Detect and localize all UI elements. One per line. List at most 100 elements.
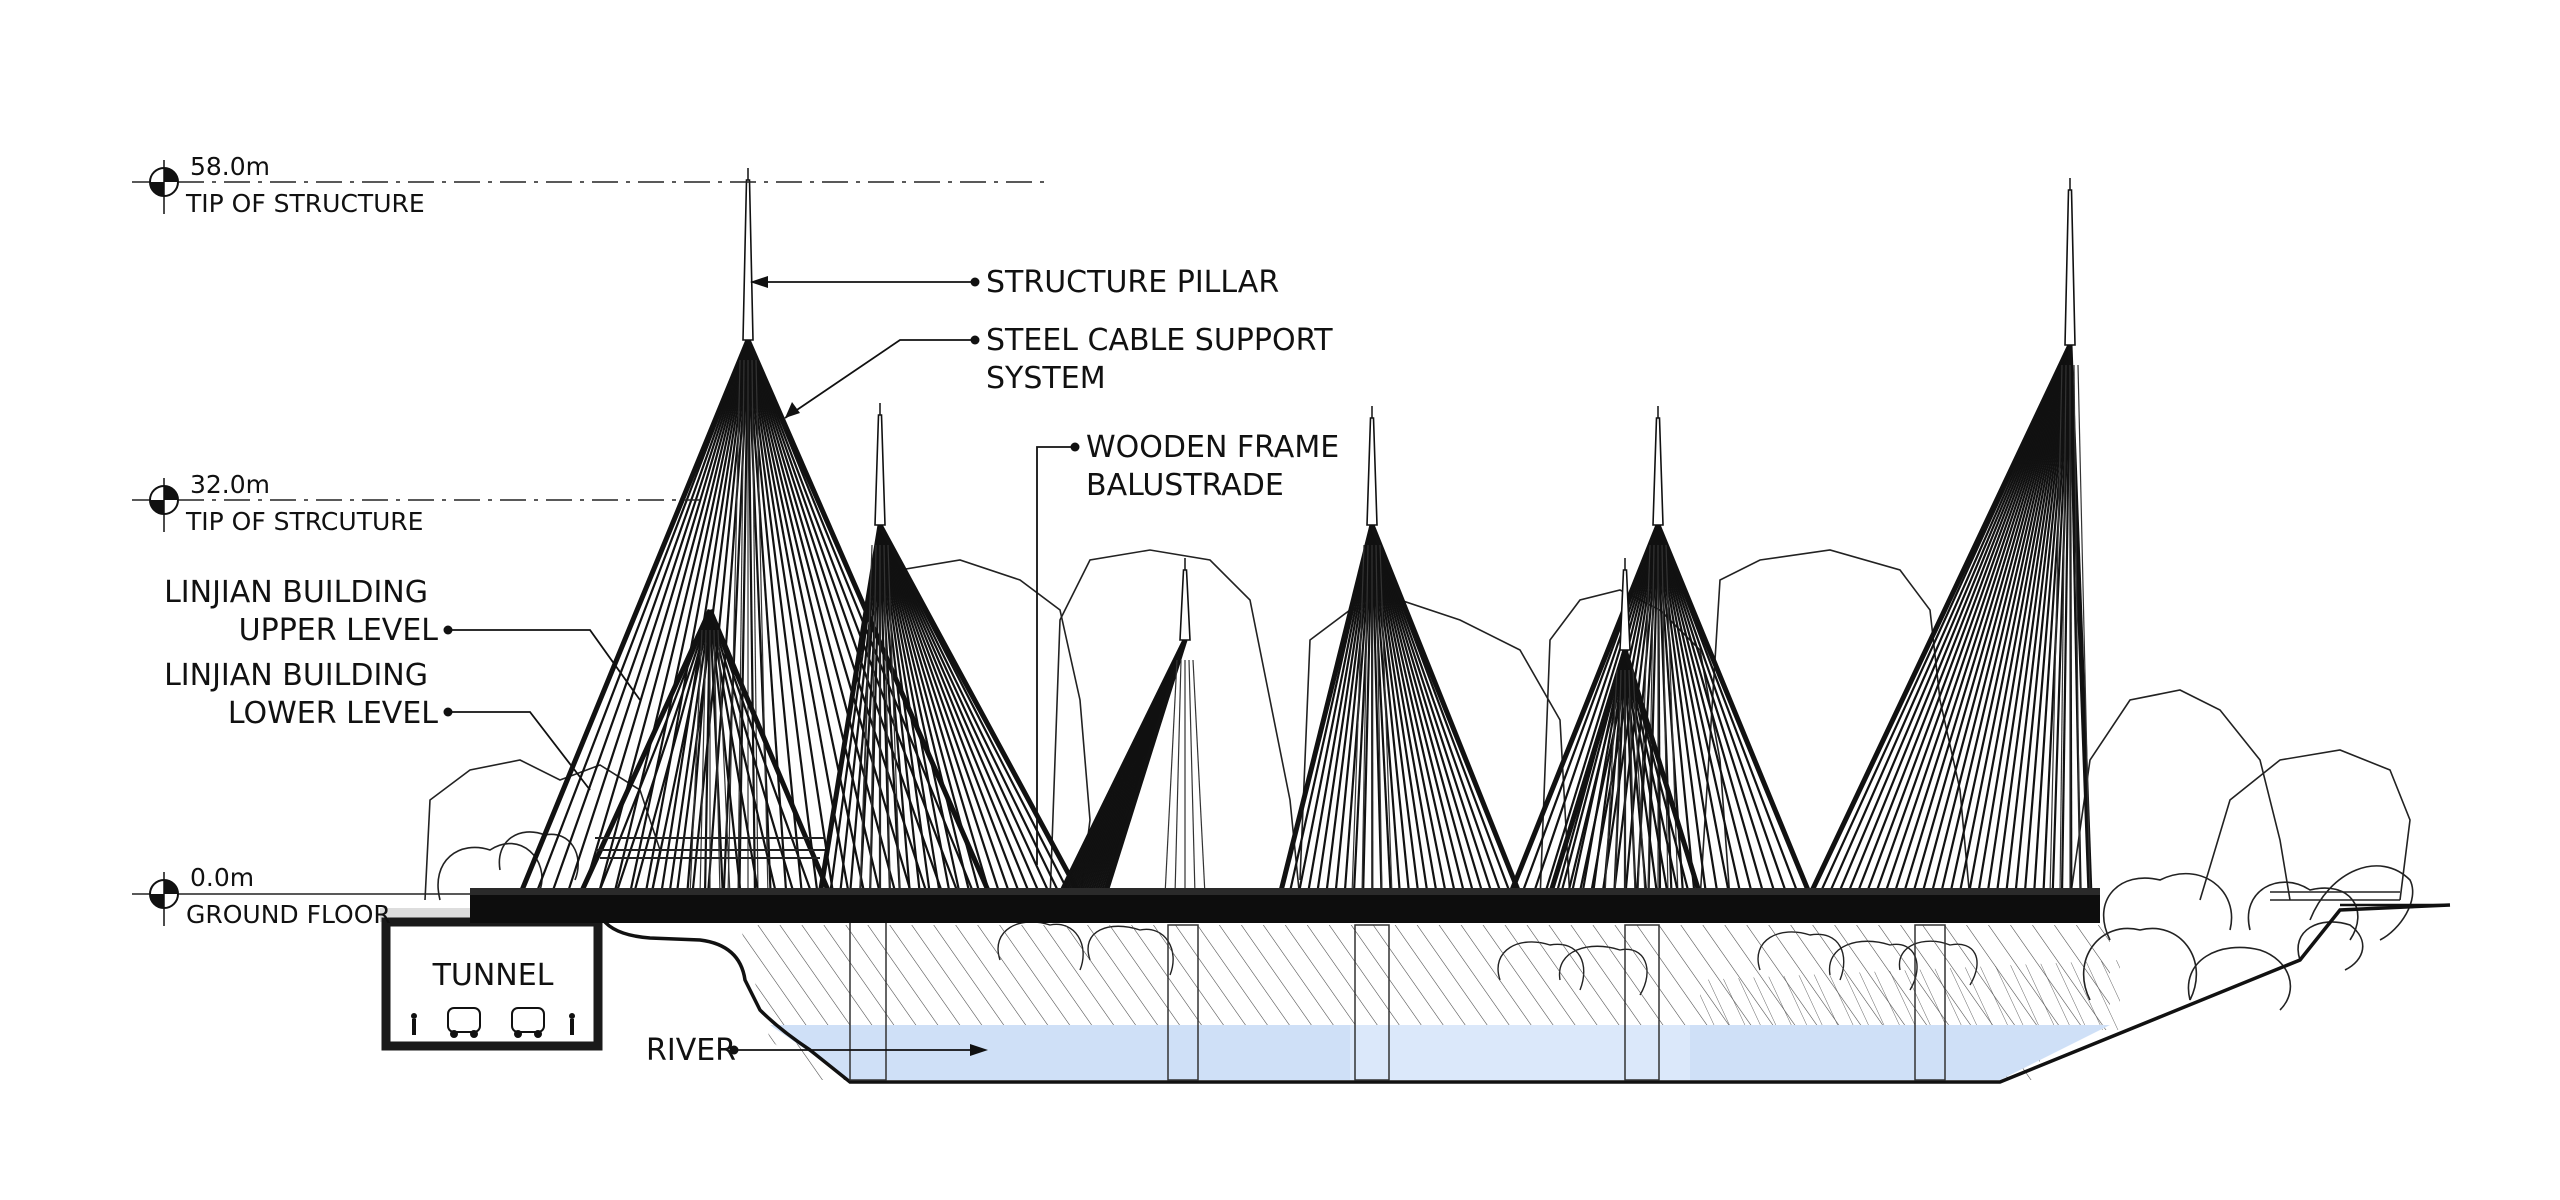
level-marker-32 <box>132 478 700 532</box>
cable-line <box>879 524 1061 896</box>
core-line <box>859 544 873 896</box>
cable-line <box>746 339 851 896</box>
cable-line <box>1995 344 2072 896</box>
core-line <box>887 544 901 896</box>
steel-cable-label-line2: SYSTEM <box>986 361 1106 396</box>
cable-line <box>1930 344 2072 896</box>
steel-cable-cones <box>517 168 2093 897</box>
substructure-hatch-right <box>1700 960 2120 1030</box>
cable-line <box>1370 524 1503 896</box>
cable-line <box>703 609 712 896</box>
cable-line <box>1827 344 2072 896</box>
cable-line <box>1520 524 1660 896</box>
core-line <box>755 359 769 896</box>
cable-line <box>746 339 960 896</box>
cable-line <box>565 339 750 896</box>
core-line <box>2059 364 2067 896</box>
cable-line <box>878 524 1042 896</box>
cable-line <box>1656 524 1708 896</box>
cable-line <box>1591 649 1627 896</box>
core-line <box>1188 659 1196 896</box>
cable-line <box>1656 524 1742 896</box>
cable-line <box>612 339 750 896</box>
cable-line <box>1622 649 1703 896</box>
cone-1b-inner <box>577 608 833 897</box>
cable-line <box>1976 344 2072 896</box>
cable-line <box>1507 524 1661 896</box>
level-marker-58 <box>132 160 1045 214</box>
cone-1-tall-left <box>517 168 993 896</box>
cable-line <box>1288 524 1374 896</box>
level-0-caption: GROUND FLOOR <box>186 900 391 929</box>
cable-line <box>878 524 962 896</box>
cable-line <box>1532 524 1660 896</box>
cable-line <box>2032 344 2072 896</box>
core-line <box>1174 659 1182 896</box>
cable-line <box>1656 524 1696 896</box>
cable-line <box>2004 344 2072 896</box>
cable-line <box>828 524 882 896</box>
cable-line <box>1656 524 1777 896</box>
cable-line <box>1656 524 1765 896</box>
annotation-dots <box>443 277 1080 1055</box>
lower-level-label-line1: LINJIAN BUILDING <box>164 658 428 693</box>
cable-line <box>2023 344 2072 896</box>
cable-line <box>1920 344 2072 896</box>
cable-line <box>1902 344 2072 896</box>
core-line <box>1614 669 1622 896</box>
cable-line <box>878 524 992 896</box>
cable-line <box>878 524 902 896</box>
lower-level-label-line2: LOWER LEVEL <box>228 696 438 731</box>
cable-line <box>1352 524 1374 896</box>
wooden-frame-label-line1: WOODEN FRAME <box>1086 430 1339 465</box>
cable-line <box>668 609 712 896</box>
core-line <box>1351 544 1365 896</box>
core-line <box>751 359 759 896</box>
cable-line <box>746 339 819 896</box>
cable-line <box>2067 344 2093 896</box>
cable-line <box>1656 524 1731 896</box>
cable-line <box>878 524 952 896</box>
core-line <box>1632 669 1646 896</box>
level-32-caption: TIP OF STRCUTURE <box>185 507 423 536</box>
cable-line <box>577 608 713 897</box>
cable-line <box>878 524 892 896</box>
cable-line <box>686 609 712 896</box>
structure-pillar-mast <box>1652 417 1664 526</box>
cable-line <box>708 609 778 896</box>
cable-line <box>858 524 882 896</box>
bridge-deck <box>470 895 2100 923</box>
cable-line <box>1967 344 2072 896</box>
steel-cable-label-line1: STEEL CABLE SUPPORT <box>986 323 1333 358</box>
cable-line <box>1559 649 1627 896</box>
cable-line <box>878 524 1022 896</box>
cable-line <box>1911 344 2072 896</box>
core-line <box>1164 659 1178 896</box>
deck-railing-strip <box>470 888 2100 895</box>
annotation-leaders <box>448 281 1075 1051</box>
cable-line <box>581 339 750 896</box>
cable-line <box>1986 344 2072 896</box>
cable-line <box>879 524 1051 896</box>
cable-line <box>1370 524 1411 896</box>
cable-line <box>1547 649 1628 896</box>
cable-line <box>1818 344 2072 896</box>
cable-line <box>550 339 750 896</box>
river-label: RIVER <box>646 1033 736 1068</box>
cable-line <box>1543 524 1660 896</box>
cable-line <box>1874 344 2072 896</box>
cable-line <box>1623 649 1669 896</box>
tunnel-label: TUNNEL <box>432 958 554 993</box>
cable-line <box>708 609 796 896</box>
cable-line <box>878 524 922 896</box>
cable-line <box>1277 524 1375 896</box>
level-0-value: 0.0m <box>190 863 254 892</box>
cable-line <box>1892 344 2072 896</box>
cable-line <box>2051 344 2072 896</box>
core-line <box>2077 364 2091 896</box>
cable-line <box>1370 524 1439 896</box>
cable-line <box>1102 639 1188 896</box>
cable-line <box>746 339 835 896</box>
cone-4 <box>1277 406 1523 896</box>
cable-line <box>1948 344 2072 896</box>
